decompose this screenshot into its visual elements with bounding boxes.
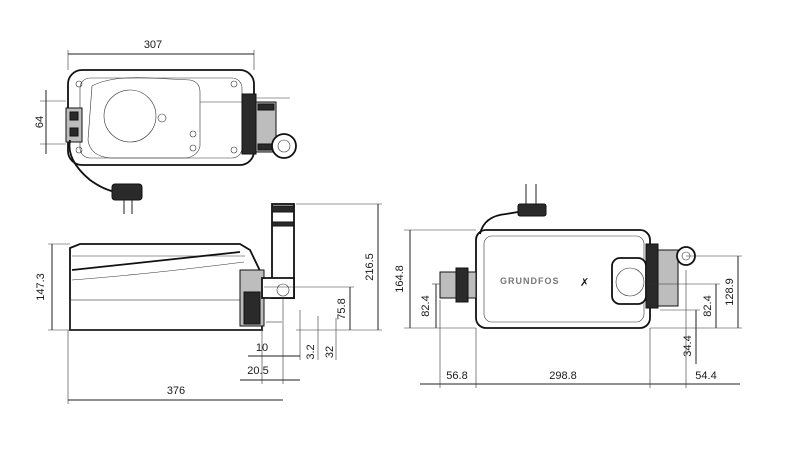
- dim-side-offset-10: 10: [256, 342, 268, 354]
- dim-front-right-height: 128.9: [724, 278, 736, 306]
- side-view: 147.3 216.5 75.8 10 3.2 32 20.5 376: [35, 203, 382, 404]
- dim-front-outlet-height: 82.4: [702, 295, 714, 316]
- dim-front-inlet-height: 82.4: [420, 295, 432, 316]
- brand-logo-icon: ✗: [580, 277, 589, 289]
- dim-side-outlet-height: 75.8: [336, 298, 348, 319]
- dim-side-offset-3-2: 3.2: [305, 344, 317, 359]
- dim-side-offset-20-5: 20.5: [247, 365, 268, 377]
- dim-front-right-offset: 54.4: [695, 370, 716, 382]
- dim-front-width: 298.8: [549, 370, 577, 382]
- dim-front-low-height: 34.4: [682, 335, 694, 356]
- brand-label: GRUNDFOS: [500, 276, 560, 286]
- top-view: 307 64: [34, 39, 297, 214]
- dim-side-total-height: 216.5: [364, 253, 376, 281]
- dim-top-width: 307: [144, 39, 162, 51]
- dim-front-height: 164.8: [394, 265, 406, 293]
- dim-side-height: 147.3: [35, 273, 47, 301]
- front-view: GRUNDFOS ✗ 164.8 82.4 82.4 128.9: [394, 184, 742, 388]
- dim-side-offset-32: 32: [324, 346, 336, 358]
- dim-front-left-offset: 56.8: [446, 370, 467, 382]
- dim-top-height: 64: [34, 116, 46, 128]
- dim-side-length: 376: [167, 385, 185, 397]
